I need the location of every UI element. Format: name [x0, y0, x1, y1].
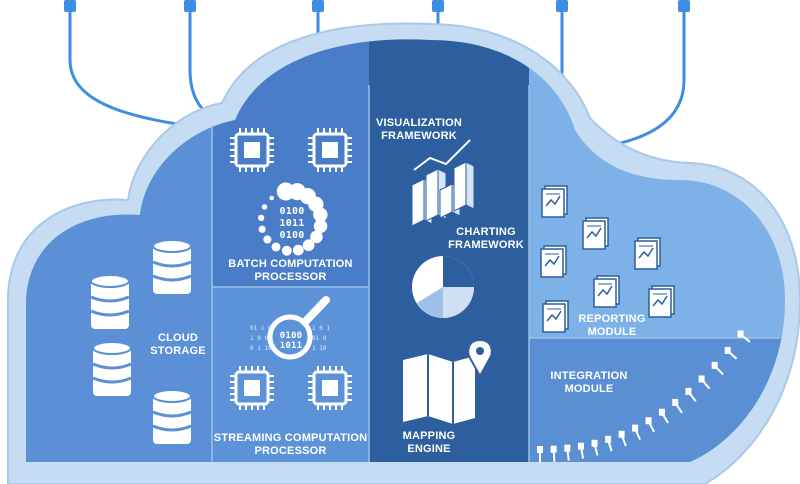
chip-icon: [230, 128, 274, 172]
svg-text:1 10: 1 10: [312, 345, 327, 352]
report-document-icon: [634, 237, 661, 270]
chip-icon: [308, 366, 352, 410]
report-document-icon: [541, 185, 568, 218]
storage-icons: [90, 239, 192, 444]
svg-text:01 0: 01 0: [312, 335, 327, 342]
binary-noise: 01 1 0 1 0 01 0 1 10 1 0 1 01 0 1 10: [250, 325, 330, 352]
connector-plugs: [64, 0, 690, 12]
connector-plug-icon: [432, 0, 444, 12]
dot-ring-icon: [258, 182, 328, 256]
database-icon: [92, 341, 132, 396]
svg-text:1 0 01: 1 0 01: [250, 335, 272, 342]
batch-binary-text: 0100 1011 0100: [279, 206, 305, 241]
report-icons: [540, 185, 675, 333]
magnifier-icon: [267, 296, 330, 360]
connector-plug-icon: [678, 0, 690, 12]
batch-processor-label: BATCH COMPUTATION PROCESSOR: [228, 258, 353, 283]
report-document-icon: [542, 300, 569, 333]
pie-chart-icon: [412, 256, 474, 318]
report-document-icon: [648, 285, 675, 318]
svg-text:01 1 0: 01 1 0: [250, 325, 272, 332]
report-document-icon: [582, 217, 609, 250]
report-document-icon: [540, 245, 567, 278]
panel-dividers: [211, 85, 780, 462]
connector-pin-icon: [685, 387, 697, 402]
connector-plug-icon: [556, 0, 568, 12]
streaming-binary-text: 0100 1011: [279, 331, 303, 351]
connector-pin-icon: [537, 446, 543, 462]
streaming-processor-label: STREAMING COMPUTATION PROCESSOR: [213, 432, 368, 457]
integration-module-label: INTEGRATION MODULE: [550, 370, 628, 395]
connector-pin-icon: [672, 398, 683, 414]
database-icon: [152, 239, 192, 294]
visualization-framework-label: VISUALIZATION FRAMEWORK: [375, 117, 463, 142]
connector-pin-icon: [711, 361, 724, 376]
database-icon: [90, 274, 130, 329]
database-icon: [152, 389, 192, 444]
connector-pin-icon: [550, 445, 557, 462]
integration-connectors: [537, 330, 751, 462]
connector-pin-icon: [724, 346, 738, 360]
reporting-module-label: REPORTING MODULE: [578, 313, 646, 338]
connector-pin-icon: [577, 442, 585, 459]
connector-pin-icon: [698, 375, 711, 390]
connector-plug-icon: [184, 0, 196, 12]
connector-pin-icon: [737, 330, 751, 343]
connector-pin-icon: [645, 417, 655, 433]
cloud-storage-label: CLOUD STORAGE: [150, 332, 206, 357]
chip-icon: [308, 128, 352, 172]
connector-pin-icon: [658, 408, 669, 424]
bar-chart-3d-icon: [411, 139, 475, 227]
map-pin-icon: [403, 338, 493, 424]
connector-pin-icon: [618, 430, 627, 447]
connector-pin-icon: [591, 439, 599, 456]
mapping-engine-label: MAPPING ENGINE: [402, 430, 456, 455]
charting-framework-label: CHARTING FRAMEWORK: [448, 226, 524, 251]
svg-text:0 1 10: 0 1 10: [250, 345, 272, 352]
svg-text:1 0 1: 1 0 1: [312, 325, 330, 332]
connector-plug-icon: [64, 0, 76, 12]
connector-plug-icon: [312, 0, 324, 12]
report-document-icon: [593, 275, 620, 308]
chip-icons: [230, 128, 352, 410]
chip-icon: [230, 366, 274, 410]
connector-pin-icon: [564, 444, 571, 461]
connector-pin-icon: [632, 424, 641, 440]
connector-pin-icon: [605, 435, 613, 452]
